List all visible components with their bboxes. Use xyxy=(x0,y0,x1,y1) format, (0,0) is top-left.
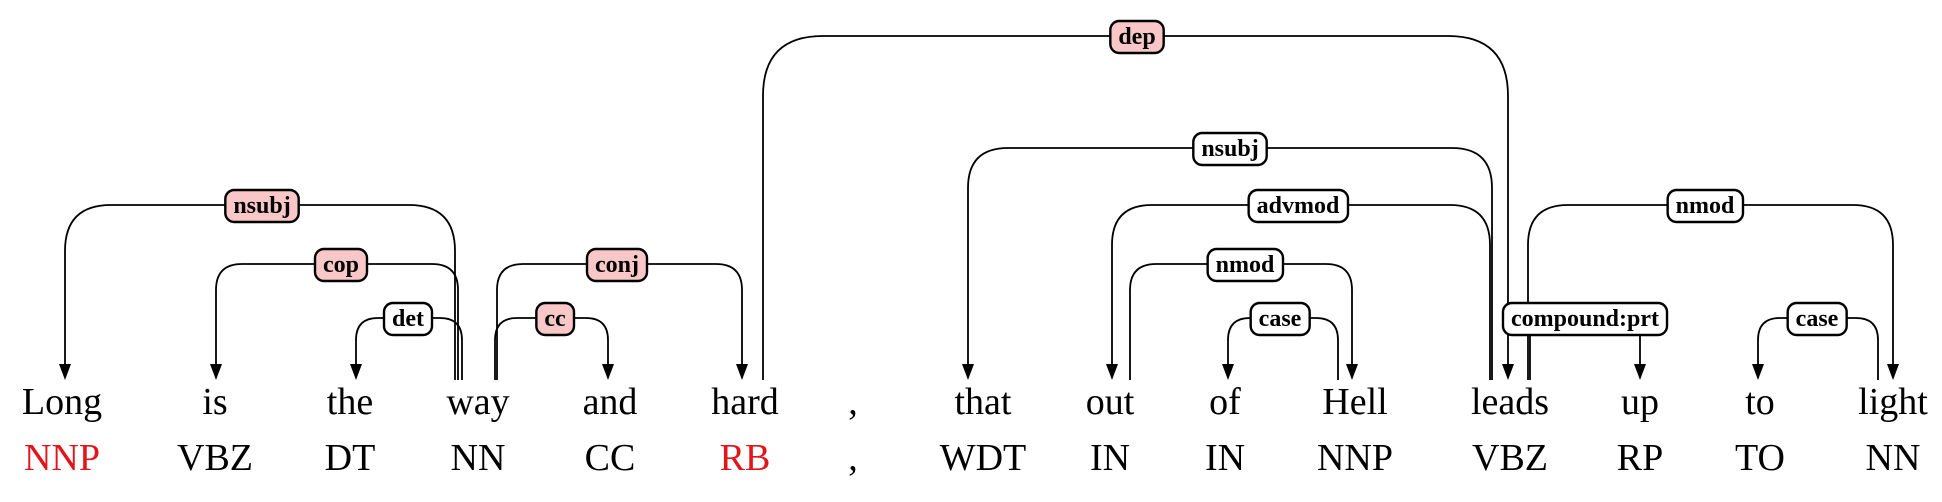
token-pos-tag: WDT xyxy=(940,437,1027,479)
arrowhead xyxy=(210,364,222,380)
token-pos-tag: DT xyxy=(325,437,376,479)
token-word: is xyxy=(202,381,227,423)
token-pos-tag: VBZ xyxy=(1472,437,1548,479)
arc-label-text: conj xyxy=(595,252,639,278)
arc-label-box xyxy=(382,301,434,337)
arrowhead xyxy=(59,364,71,380)
arrowhead xyxy=(1634,364,1646,380)
token-pos-tag: NNP xyxy=(24,437,100,479)
arc-label-text: dep xyxy=(1118,24,1155,50)
token-pos-tag: NN xyxy=(451,437,506,479)
token-word: up xyxy=(1621,381,1659,423)
token-word: light xyxy=(1858,381,1928,423)
arc-label-text: case xyxy=(1259,306,1302,332)
arc-label-text: case xyxy=(1796,306,1839,332)
token-pos-tag: VBZ xyxy=(177,437,253,479)
arrowhead xyxy=(1887,364,1899,380)
token-word: that xyxy=(955,381,1012,423)
token-word: of xyxy=(1209,381,1241,423)
arrowhead xyxy=(1752,364,1764,380)
dependency-arc xyxy=(64,204,456,380)
arc-label-text: nsubj xyxy=(233,193,290,219)
arrowhead xyxy=(736,364,748,380)
arc-label-box xyxy=(1501,301,1669,337)
arc-label-box xyxy=(1249,301,1311,337)
arrowhead xyxy=(350,364,362,380)
arc-label-box xyxy=(224,188,300,224)
arrowhead xyxy=(1346,364,1358,380)
arrowhead xyxy=(602,364,614,380)
arrowhead xyxy=(962,364,974,380)
arc-label-text: cc xyxy=(544,306,566,332)
arc-label-text: cop xyxy=(323,252,359,278)
dependency-arc xyxy=(1111,204,1491,380)
token-word: leads xyxy=(1471,381,1549,423)
arc-label-text: compound:prt xyxy=(1511,306,1659,332)
arc-label-box xyxy=(585,247,649,283)
arc-label-box xyxy=(1109,19,1165,55)
token-pos-tag: NNP xyxy=(1317,437,1393,479)
token-word: out xyxy=(1086,381,1135,423)
arrowhead xyxy=(1222,364,1234,380)
arc-label-text: nmod xyxy=(1216,252,1275,278)
arc-label-text: nmod xyxy=(1676,193,1735,219)
arc-label-text: nsubj xyxy=(1201,136,1258,162)
arc-label-box xyxy=(1666,188,1745,224)
arc-label-text: advmod xyxy=(1257,193,1340,219)
token-word: to xyxy=(1745,381,1775,423)
token-pos-tag: RB xyxy=(720,437,771,479)
token-word: Hell xyxy=(1322,381,1387,423)
token-word: way xyxy=(446,381,509,423)
token-pos-tag: IN xyxy=(1090,437,1130,479)
dependency-arc xyxy=(1527,204,1894,380)
arc-label-box xyxy=(1786,301,1848,337)
token-pos-tag: TO xyxy=(1735,437,1785,479)
token-pos-tag: CC xyxy=(585,437,636,479)
arrowhead xyxy=(1502,364,1514,380)
token-word: Long xyxy=(22,381,102,423)
token-pos-tag: , xyxy=(848,437,858,479)
arc-label-box xyxy=(1206,247,1285,283)
arc-label-box xyxy=(1247,188,1350,224)
arc-label-box xyxy=(1192,131,1268,167)
token-pos-tag: IN xyxy=(1205,437,1245,479)
arc-label-box xyxy=(535,301,576,337)
token-word: the xyxy=(327,381,373,423)
arc-label-text: det xyxy=(392,306,424,332)
token-word: hard xyxy=(711,381,779,423)
arc-label-box xyxy=(313,247,369,283)
token-pos-tag: NN xyxy=(1866,437,1921,479)
token-word: , xyxy=(848,381,858,423)
token-pos-tag: RP xyxy=(1617,437,1663,479)
arrowhead xyxy=(1106,364,1118,380)
arc-labels-layer: nsubj cop det conj cc dep nsubj advmod nmod case c… xyxy=(224,19,1848,337)
token-word: and xyxy=(583,381,638,423)
